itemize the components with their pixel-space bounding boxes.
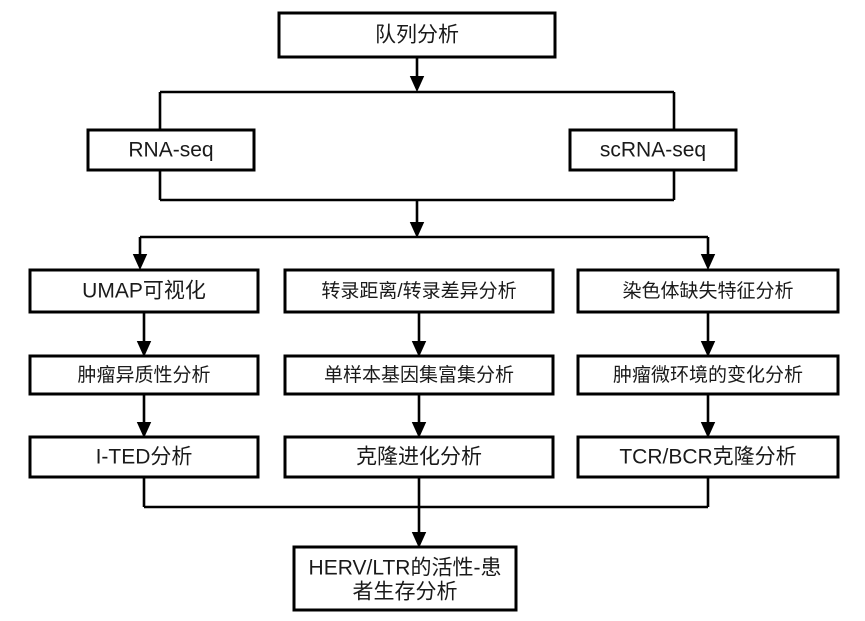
- node-tumor-microenvironment: 肿瘤微环境的变化分析: [576, 354, 840, 396]
- node-rna-seq-label: RNA-seq: [128, 139, 213, 162]
- node-herv-ltr-survival-label-line1: HERV/LTR的活性-患: [309, 557, 502, 580]
- connector-cohort-to-seq: [158, 57, 676, 130]
- connector-row3-to-row4: [136, 312, 716, 358]
- node-cohort-analysis-label: 队列分析: [375, 24, 459, 47]
- node-clonal-evolution-label: 克隆进化分析: [356, 446, 482, 469]
- node-scrna-seq-label: scRNA-seq: [600, 139, 706, 162]
- node-herv-ltr-survival-label-line2: 者生存分析: [353, 581, 458, 604]
- connector-row5-to-outcome: [142, 477, 710, 549]
- node-umap-visualization-label: UMAP可视化: [82, 280, 206, 303]
- node-chromosome-loss-label: 染色体缺失特征分析: [622, 280, 793, 302]
- node-rna-seq: RNA-seq: [86, 128, 256, 172]
- node-chromosome-loss: 染色体缺失特征分析: [576, 268, 840, 314]
- node-tumor-microenvironment-label: 肿瘤微环境的变化分析: [613, 364, 803, 386]
- node-herv-ltr-survival: HERV/LTR的活性-患 者生存分析: [292, 545, 518, 612]
- node-i-ted-analysis: I-TED分析: [28, 435, 260, 479]
- node-umap-visualization: UMAP可视化: [28, 268, 260, 314]
- node-cohort-analysis: 队列分析: [277, 11, 557, 59]
- connector-seq-to-analysis: [132, 170, 716, 271]
- node-tcr-bcr-clone: TCR/BCR克隆分析: [576, 435, 840, 479]
- node-clonal-evolution: 克隆进化分析: [283, 435, 555, 479]
- node-tumor-heterogeneity-label: 肿瘤异质性分析: [77, 364, 210, 386]
- node-ssgsea: 单样本基因集富集分析: [283, 354, 555, 396]
- node-tumor-heterogeneity: 肿瘤异质性分析: [28, 354, 260, 396]
- connector-row4-to-row5: [136, 394, 716, 439]
- node-transcript-distance-label: 转录距离/转录差异分析: [321, 280, 516, 302]
- node-i-ted-analysis-label: I-TED分析: [96, 446, 193, 469]
- node-ssgsea-label: 单样本基因集富集分析: [324, 364, 514, 386]
- node-transcript-distance: 转录距离/转录差异分析: [283, 268, 555, 314]
- node-tcr-bcr-clone-label: TCR/BCR克隆分析: [619, 446, 796, 469]
- node-scrna-seq: scRNA-seq: [568, 128, 738, 172]
